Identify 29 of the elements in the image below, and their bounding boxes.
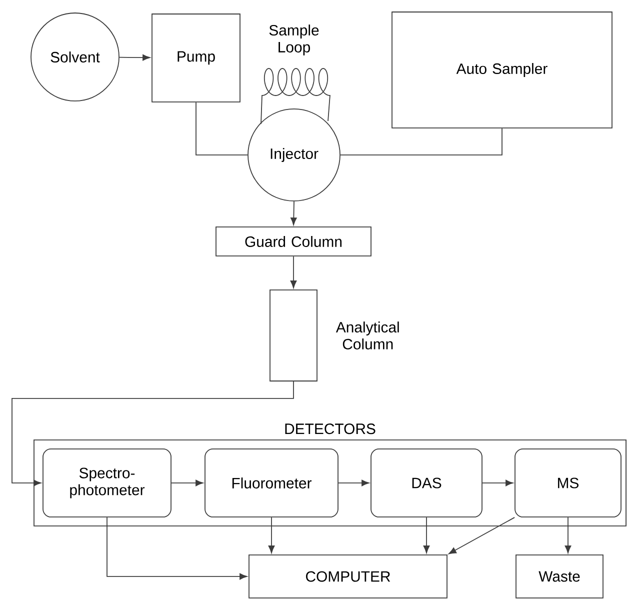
connector-line	[196, 102, 248, 156]
circle-node: Solvent	[30, 12, 120, 102]
detector-box: DAS	[370, 448, 482, 518]
detector-box: MS	[514, 448, 622, 518]
arrow	[290, 201, 297, 226]
arrow	[564, 516, 572, 554]
arrow	[119, 54, 150, 61]
arrow	[12, 381, 294, 486]
arrow	[338, 480, 370, 486]
arrow	[482, 480, 514, 486]
detector-box: Spectro- photometer	[42, 448, 172, 518]
node-label: DETECTORS	[285, 424, 376, 434]
beside-label: Analytical Column	[336, 322, 399, 350]
arrow	[268, 516, 275, 554]
detector-box: Fluorometer	[204, 448, 338, 518]
loop-label: Sample Loop	[269, 24, 319, 56]
process-box: COMPUTER	[248, 554, 448, 598]
process-box: Waste	[516, 554, 604, 598]
process-box: Auto Sampler	[392, 12, 612, 128]
arrow	[448, 516, 515, 554]
arrow	[106, 516, 248, 580]
column-box	[270, 290, 318, 382]
circle-node: Injector	[248, 108, 340, 202]
connector-line	[340, 128, 502, 156]
process-box: Guard Column	[216, 226, 372, 256]
process-box: Pump	[152, 14, 240, 102]
arrow	[423, 516, 430, 554]
arrow	[171, 480, 204, 486]
arrow	[290, 256, 297, 288]
